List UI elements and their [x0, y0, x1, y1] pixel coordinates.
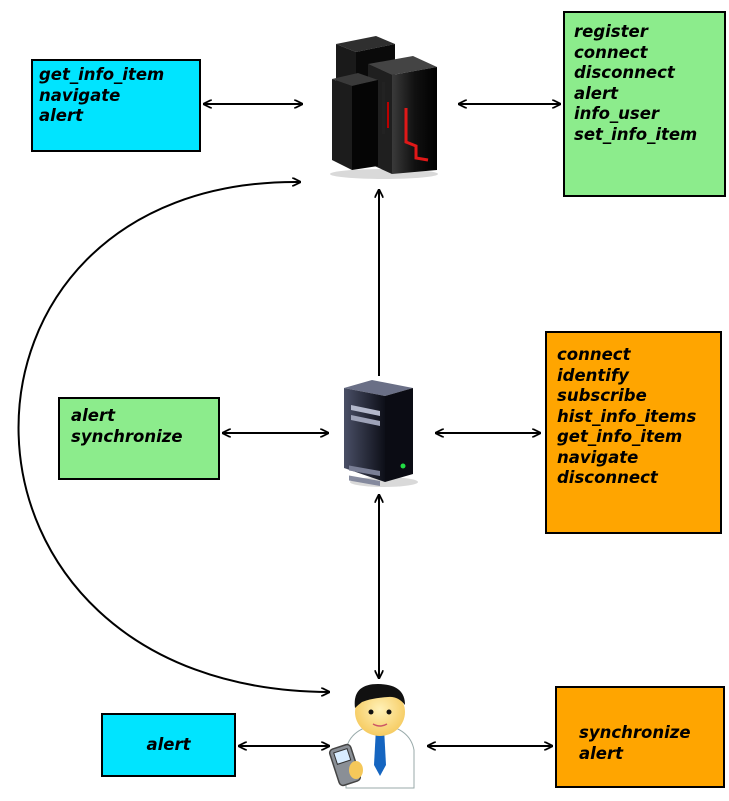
mobile-user-icon: [328, 684, 415, 789]
top-left-command-box: get_info_item navigate alert: [31, 59, 201, 152]
command-label: navigate: [39, 85, 121, 105]
connectors: [17, 104, 560, 746]
command-label: connect: [557, 345, 631, 364]
command-label: subscribe: [557, 386, 647, 405]
command-label: get_info_item: [557, 427, 683, 446]
command-label: synchronize: [579, 723, 691, 742]
command-label: alert: [71, 406, 116, 425]
bottom-left-command-box: alert: [101, 713, 236, 777]
command-label: hist_info_items: [557, 406, 697, 426]
command-label: register: [574, 22, 648, 41]
tower-server-icon: [344, 380, 418, 487]
top-right-command-box: register connect disconnect alert info_u…: [563, 11, 726, 197]
command-label: get_info_item: [39, 65, 165, 84]
command-label: set_info_item: [574, 124, 698, 144]
arrow-user-mainframe-curve: [17, 182, 329, 692]
mainframe-server-icon: [330, 36, 438, 179]
mid-right-command-box: connect identify subscribe hist_info_ite…: [545, 331, 722, 534]
bottom-right-command-box: synchronize alert: [555, 686, 725, 788]
command-label: connect: [574, 42, 648, 62]
command-label: synchronize: [71, 426, 183, 446]
command-label: disconnect: [557, 468, 658, 487]
command-label: alert: [579, 743, 624, 763]
command-label: info_user: [574, 104, 660, 123]
command-label: alert: [574, 83, 619, 103]
mid-left-command-box: alert synchronize: [58, 397, 220, 480]
command-label: navigate: [557, 447, 639, 467]
command-label: alert: [39, 106, 84, 125]
command-label: identify: [557, 365, 629, 385]
command-label: disconnect: [574, 63, 675, 82]
command-label: alert: [146, 735, 191, 754]
